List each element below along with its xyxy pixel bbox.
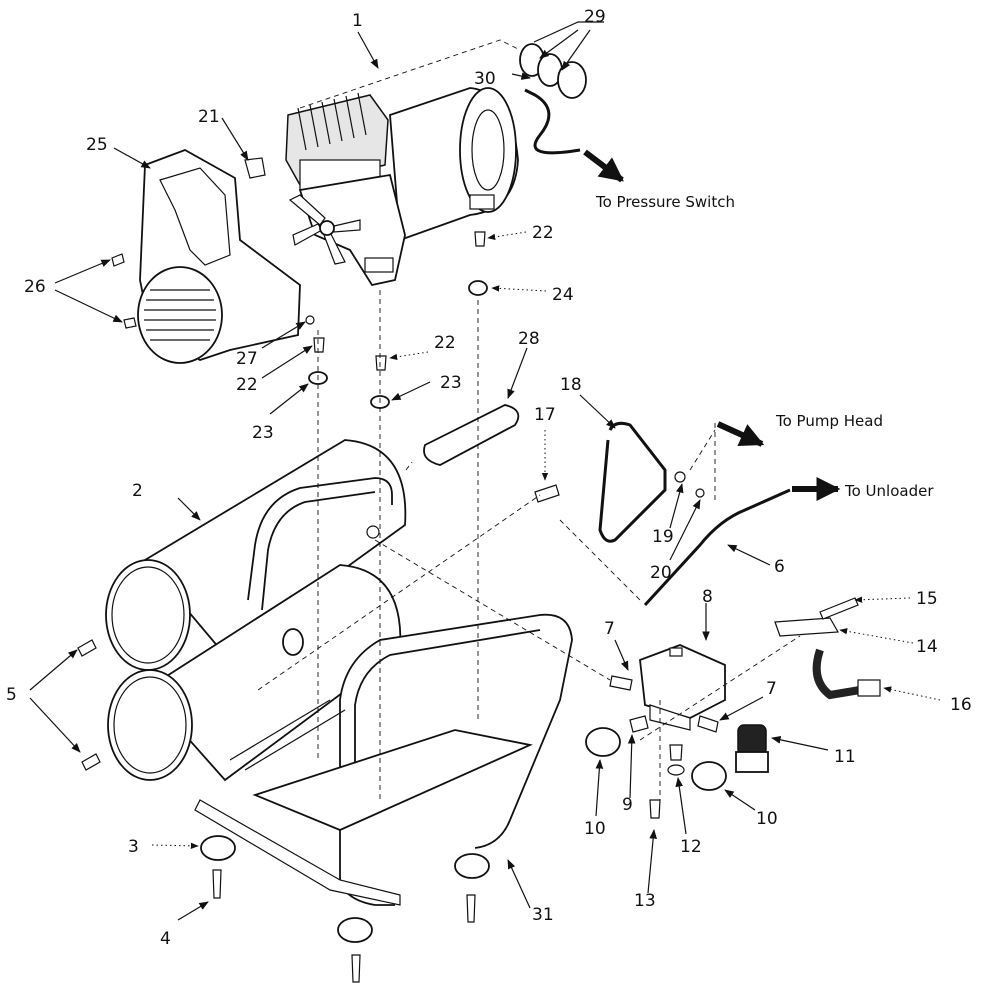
frame-handle <box>194 477 573 906</box>
small-parts <box>77 43 719 983</box>
pressure-switch <box>639 644 726 731</box>
sleeve-tube <box>423 404 520 466</box>
callout-4: 4 <box>160 929 171 949</box>
callout-9: 9 <box>622 795 633 815</box>
callout-23b: 23 <box>440 373 462 393</box>
note-pressure-switch: To Pressure Switch <box>595 193 735 211</box>
regulator <box>735 724 769 773</box>
callout-12: 12 <box>680 837 702 857</box>
callout-22b: 22 <box>434 333 456 353</box>
gauge-left <box>585 727 621 757</box>
callout-14: 14 <box>916 637 938 657</box>
leader-lines <box>29 21 941 921</box>
callout-21: 21 <box>198 107 220 127</box>
callout-20: 20 <box>650 563 672 583</box>
pressure-switch-arrow <box>583 149 624 183</box>
cord-clamp <box>774 617 839 637</box>
fan-shroud <box>137 149 301 364</box>
callout-18: 18 <box>560 375 582 395</box>
callout-22c: 22 <box>532 223 554 243</box>
callout-2: 2 <box>132 481 143 501</box>
note-unloader: To Unloader <box>844 482 934 500</box>
callout-16: 16 <box>950 695 972 715</box>
screw-15 <box>819 597 859 620</box>
plug <box>857 679 881 697</box>
callout-6: 6 <box>774 557 785 577</box>
callout-27: 27 <box>236 349 258 369</box>
alignment-lines <box>257 39 801 800</box>
callout-7b: 7 <box>766 679 777 699</box>
motor-pump-assembly <box>285 87 519 287</box>
callout-8: 8 <box>702 587 713 607</box>
callout-22a: 22 <box>236 375 258 395</box>
pressure-switch-tube <box>524 88 581 155</box>
callout-28: 28 <box>518 329 540 349</box>
fan <box>288 194 361 265</box>
callout-26: 26 <box>24 277 46 297</box>
callout-11: 11 <box>834 747 856 767</box>
callout-13: 13 <box>634 891 656 911</box>
pump-head-arrow <box>716 421 765 447</box>
callout-29: 29 <box>584 7 606 27</box>
callout-5: 5 <box>6 685 17 705</box>
callout-19: 19 <box>652 527 674 547</box>
callout-3: 3 <box>128 837 139 857</box>
gauge-right <box>691 761 727 791</box>
callout-17: 17 <box>534 405 556 425</box>
callout-15: 15 <box>916 589 938 609</box>
callout-31: 31 <box>532 905 554 925</box>
callout-10b: 10 <box>756 809 778 829</box>
power-cord <box>812 648 861 700</box>
callout-24: 24 <box>552 285 574 305</box>
callout-10a: 10 <box>584 819 606 839</box>
callout-23a: 23 <box>252 423 274 443</box>
shroud-grille <box>144 289 216 341</box>
callout-7a: 7 <box>604 619 615 639</box>
callout-30: 30 <box>474 69 496 89</box>
callout-1: 1 <box>352 11 363 31</box>
callout-numbers: 1 29 30 21 25 26 27 22 23 22 23 22 24 28… <box>6 7 972 949</box>
cooling-fins <box>297 92 367 151</box>
unloader-tube <box>643 488 791 607</box>
outlet-tube <box>598 421 667 543</box>
callout-25: 25 <box>86 135 108 155</box>
note-pump-head: To Pump Head <box>775 412 883 430</box>
